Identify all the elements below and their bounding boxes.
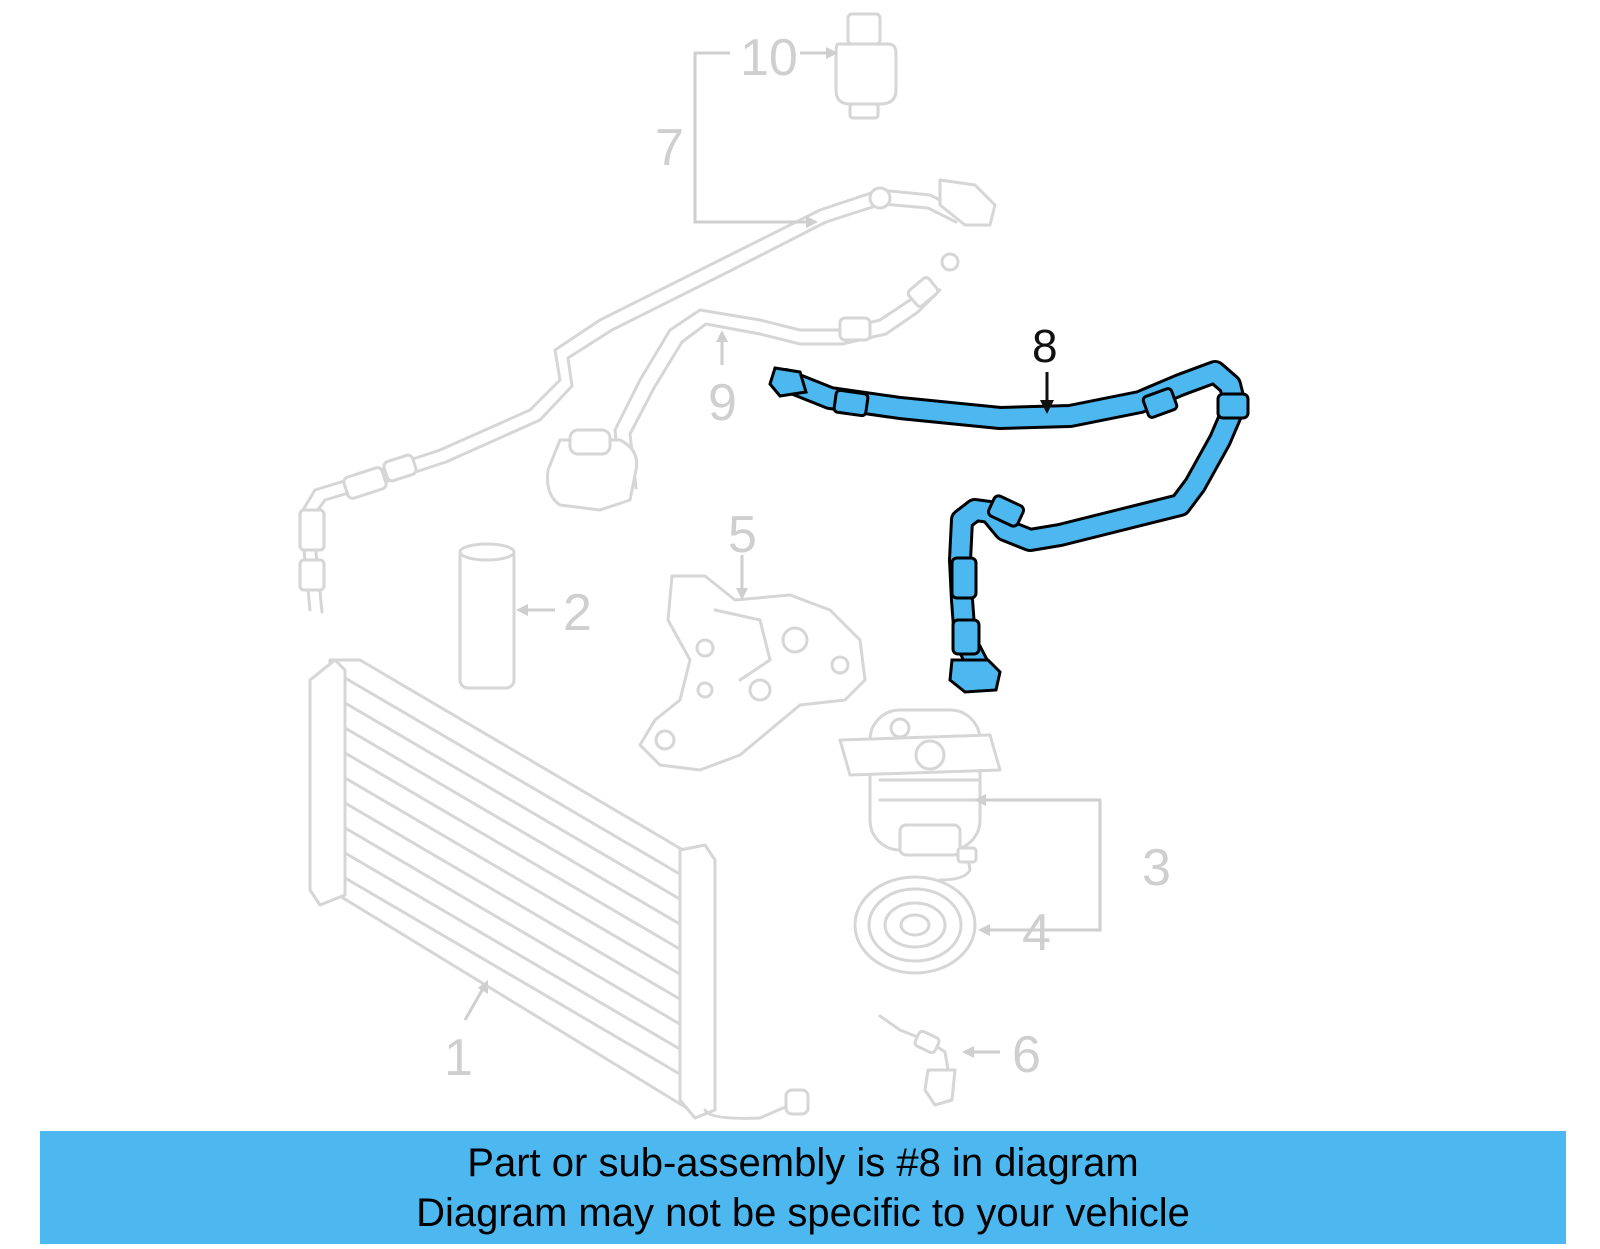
callout-3: 3 <box>1142 839 1171 897</box>
callout-6: 6 <box>1012 1026 1041 1084</box>
callout-7: 7 <box>655 119 684 177</box>
banner-line-2: Diagram may not be specific to your vehi… <box>416 1190 1190 1235</box>
callout-1: 1 <box>444 1029 473 1087</box>
info-banner: Part or sub-assembly is #8 in diagram Di… <box>40 1131 1566 1244</box>
part-6-sensor <box>878 1014 957 1107</box>
callout-4: 4 <box>1022 904 1051 962</box>
callout-9: 9 <box>708 374 737 432</box>
leader-7-bracket <box>693 51 815 224</box>
part-7-pressure-line <box>298 178 997 614</box>
part-8-ac-hose <box>768 360 1250 694</box>
callout-8: 8 <box>1032 320 1058 372</box>
part-1-condenser <box>308 658 810 1120</box>
part-8-hose-body <box>776 363 1244 674</box>
callout-2: 2 <box>563 584 592 642</box>
leader-1 <box>463 984 487 1021</box>
part-2-receiver-drier <box>458 542 516 690</box>
banner-line-1: Part or sub-assembly is #8 in diagram <box>467 1140 1139 1185</box>
part-3-compressor <box>838 708 1002 857</box>
part-9-suction-line <box>546 252 960 512</box>
part-10-pressure-switch <box>834 12 898 120</box>
leader-3-bracket <box>978 798 1102 932</box>
callout-10: 10 <box>740 29 798 87</box>
part-4-clutch <box>853 846 978 975</box>
part-5-bracket <box>638 574 867 772</box>
callout-5: 5 <box>728 506 757 564</box>
